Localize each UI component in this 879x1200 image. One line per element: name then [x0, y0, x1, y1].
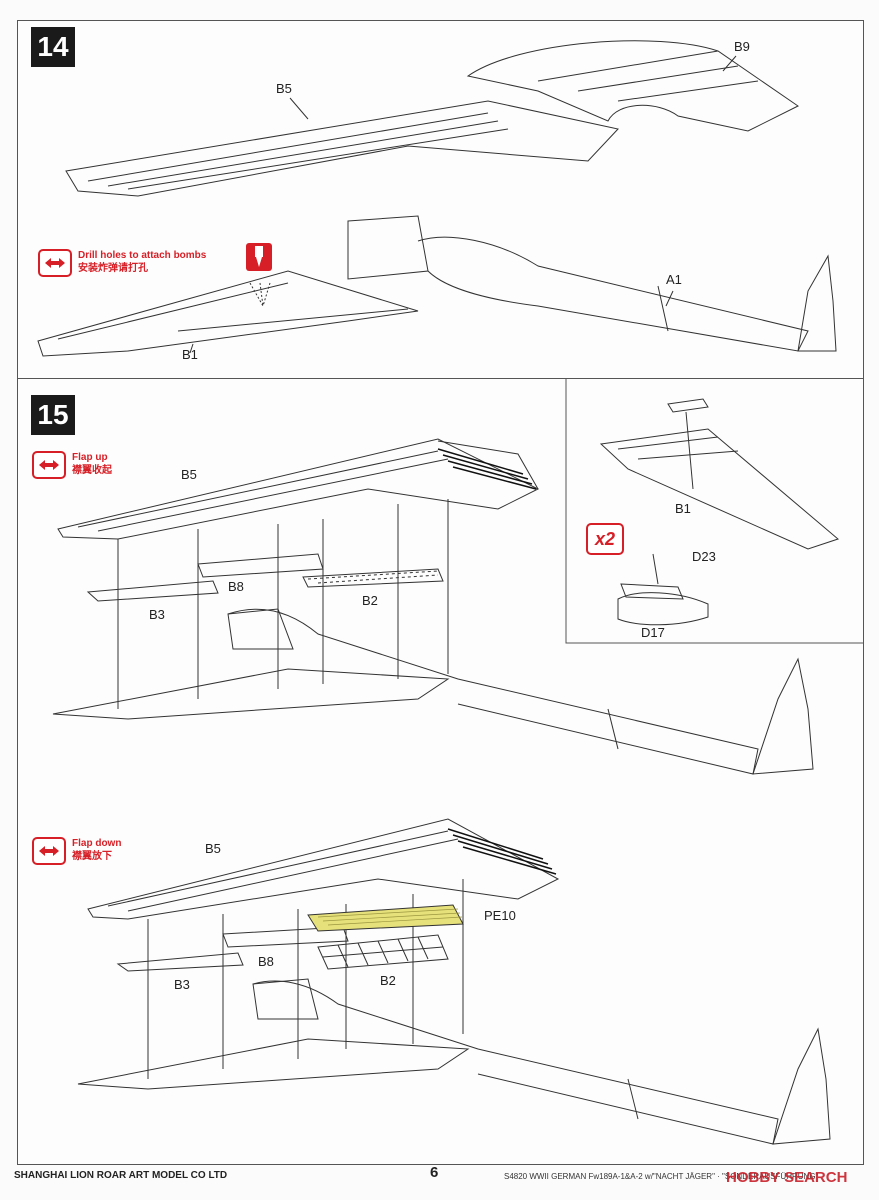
- part-label-b1: B1: [675, 501, 691, 516]
- drill-note-chinese: 安装炸弹请打孔: [78, 263, 148, 274]
- part-label-a1: A1: [666, 272, 682, 287]
- flap-up-note: Flap up 襟翼收起: [32, 451, 112, 479]
- drill-icon: [246, 243, 272, 271]
- flap-up-chinese: 襟翼收起: [72, 465, 112, 476]
- step-14-illustration: [37, 40, 837, 357]
- step-number: 15: [31, 395, 75, 435]
- step-15-illustration: [52, 379, 863, 1145]
- step-14-panel: 14 B5 B9 A1 B1 Drill holes to attach bom…: [17, 20, 864, 379]
- part-label-d17: D17: [641, 625, 665, 640]
- flap-down-note: Flap down 襟翼放下: [32, 837, 121, 865]
- footer-kit-title: S4820 WWII GERMAN Fw189A-1&A-2 w/"NACHT …: [504, 1172, 819, 1181]
- part-label-b2: B2: [362, 593, 378, 608]
- part-label-b9: B9: [734, 39, 750, 54]
- watermark: HOBBY SEARCH: [726, 1169, 848, 1186]
- step-number: 14: [31, 27, 75, 67]
- drill-note-english: Drill holes to attach bombs: [78, 250, 207, 261]
- step-15-panel: 15 Flap up 襟翼收起 B5 B8 B3 B2 Flap down 襟翼…: [17, 378, 864, 1165]
- double-arrow-icon: [38, 249, 72, 277]
- flap-down-chinese: 襟翼放下: [72, 851, 112, 862]
- part-label-b5: B5: [181, 467, 197, 482]
- flap-down-english: Flap down: [72, 838, 122, 849]
- double-arrow-icon: [32, 451, 66, 479]
- part-label-b8: B8: [258, 954, 274, 969]
- drill-holes-note: Drill holes to attach bombs 安装炸弹请打孔: [38, 249, 206, 277]
- flap-up-english: Flap up: [72, 452, 108, 463]
- part-label-b5: B5: [276, 81, 292, 96]
- footer-company: SHANGHAI LION ROAR ART MODEL CO LTD: [14, 1170, 228, 1181]
- part-label-b3: B3: [174, 977, 190, 992]
- quantity-badge: x2: [586, 523, 624, 555]
- part-label-d23: D23: [692, 549, 716, 564]
- part-label-pe10: PE10: [484, 908, 516, 923]
- part-label-b1: B1: [182, 347, 198, 362]
- page-number: 6: [430, 1164, 439, 1181]
- part-label-b2: B2: [380, 973, 396, 988]
- part-label-b8: B8: [228, 579, 244, 594]
- double-arrow-icon: [32, 837, 66, 865]
- part-label-b5: B5: [205, 841, 221, 856]
- part-label-b3: B3: [149, 607, 165, 622]
